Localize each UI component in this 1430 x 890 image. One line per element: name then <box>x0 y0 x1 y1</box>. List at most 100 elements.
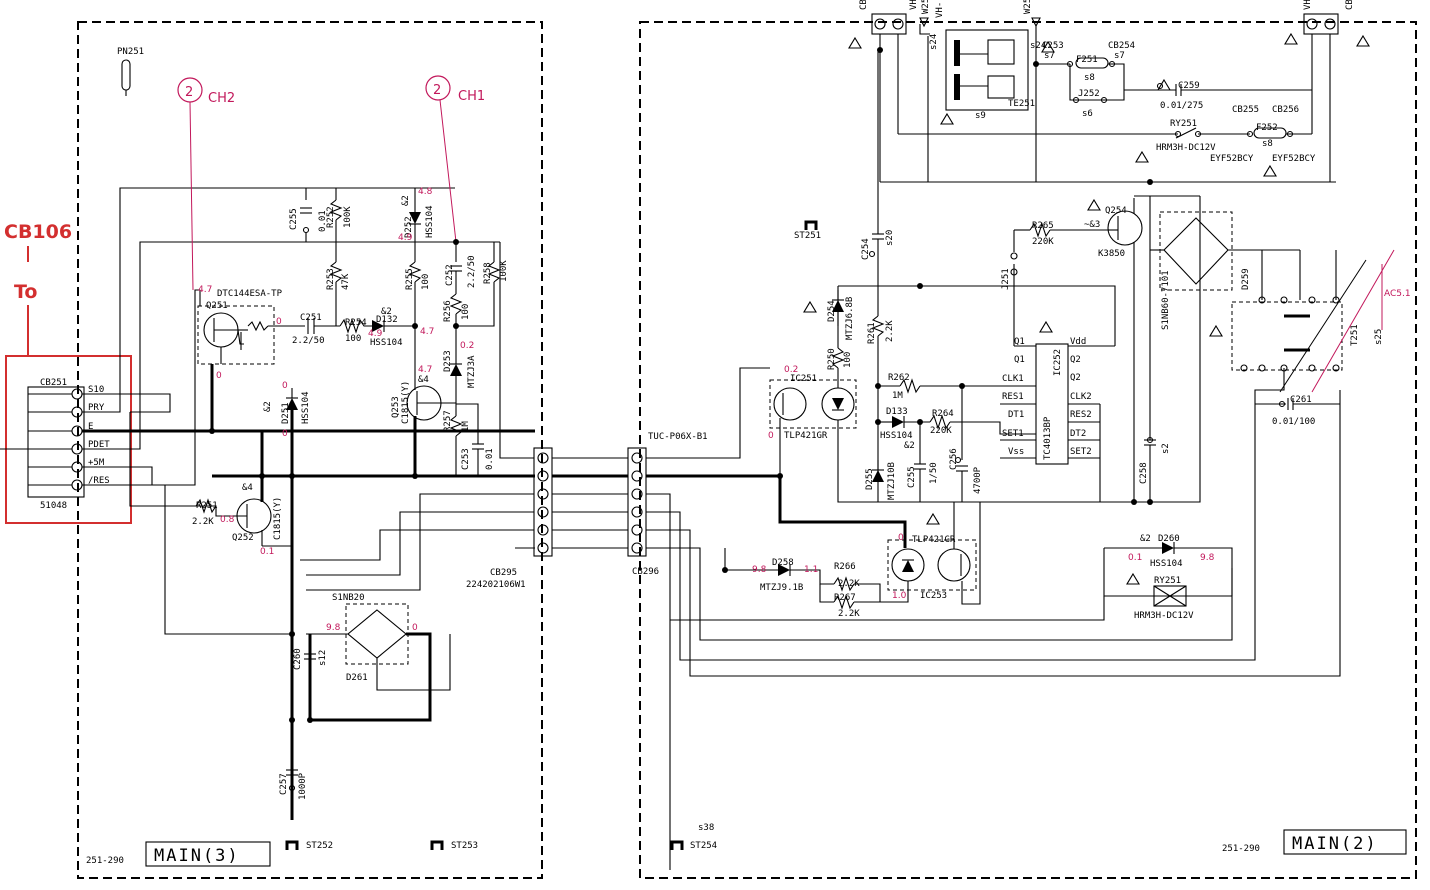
svg-text:R254: R254 <box>345 318 367 328</box>
svg-text:D258: D258 <box>772 558 794 568</box>
svg-text:MTZJ9.1B: MTZJ9.1B <box>760 583 803 593</box>
svg-text:251-290: 251-290 <box>86 856 124 866</box>
svg-text:CB251: CB251 <box>40 378 67 388</box>
svg-text:C254: C254 <box>861 238 871 260</box>
svg-text:SET1: SET1 <box>1002 429 1024 439</box>
svg-text:2.2K: 2.2K <box>838 609 860 619</box>
svg-text:ST254: ST254 <box>690 841 717 851</box>
svg-text:100: 100 <box>461 304 471 320</box>
svg-text:100: 100 <box>843 352 853 368</box>
svg-text:EYF52BCY: EYF52BCY <box>1210 154 1254 164</box>
svg-text:4.7: 4.7 <box>418 365 432 375</box>
svg-text:C251: C251 <box>300 313 322 323</box>
svg-text:C256: C256 <box>949 448 959 470</box>
svg-text:0: 0 <box>412 623 418 633</box>
svg-text:S1NB20: S1NB20 <box>332 593 365 603</box>
svg-text:C253: C253 <box>1042 41 1064 51</box>
svg-text:J252: J252 <box>1078 89 1100 99</box>
svg-text:R253: R253 <box>326 268 336 290</box>
svg-text:2.2/50: 2.2/50 <box>292 336 325 346</box>
svg-text:0: 0 <box>276 317 282 327</box>
svg-text:MTZJ6.8B: MTZJ6.8B <box>845 297 855 340</box>
svg-text:R257: R257 <box>443 410 453 432</box>
callout-title: CB106 <box>4 221 72 243</box>
svg-text:R265: R265 <box>1032 221 1054 231</box>
svg-text:0.2: 0.2 <box>460 341 474 351</box>
svg-text:&2: &2 <box>381 307 392 317</box>
svg-text:4.8: 4.8 <box>418 187 433 197</box>
svg-text:s38: s38 <box>698 823 714 833</box>
svg-text:9.8: 9.8 <box>1200 553 1215 563</box>
svg-text:R250: R250 <box>827 348 837 370</box>
svg-text:R264: R264 <box>932 409 954 419</box>
svg-text:C258: C258 <box>1139 462 1149 484</box>
svg-text:R252: R252 <box>326 206 336 228</box>
svg-text:R261: R261 <box>867 322 877 344</box>
svg-text:PRY: PRY <box>88 403 105 413</box>
svg-text:s25: s25 <box>1374 329 1384 345</box>
svg-text:+5M: +5M <box>88 458 105 468</box>
svg-text:RES2: RES2 <box>1070 410 1092 420</box>
svg-text:HSS104: HSS104 <box>1150 559 1183 569</box>
svg-text:RES1: RES1 <box>1002 392 1024 402</box>
svg-text:CB256: CB256 <box>1272 105 1299 115</box>
svg-text:51048: 51048 <box>40 501 67 511</box>
svg-text:2: 2 <box>185 85 193 100</box>
svg-text:K3850: K3850 <box>1098 249 1125 259</box>
svg-text:CB255: CB255 <box>1232 105 1259 115</box>
cb106-callout: CB106 To <box>4 221 132 524</box>
svg-text:4.7: 4.7 <box>420 327 434 337</box>
svg-text:0: 0 <box>282 381 288 391</box>
svg-text:&2: &2 <box>263 401 273 412</box>
voltage-annotations: 4.7 0 0 4.7 4.8 4.9 4.9 4.7 0.2 0 0 0.8 … <box>198 187 1215 633</box>
svg-text:VH-: VH- <box>1303 0 1313 10</box>
svg-text:Vss: Vss <box>1008 447 1024 457</box>
pn251-label: PN251 <box>117 47 144 57</box>
svg-text:0.1: 0.1 <box>260 547 274 557</box>
svg-text:s7: s7 <box>1114 51 1125 61</box>
connector-cb296: CB296 TUC-P06X-B1 <box>300 242 708 591</box>
svg-text:MTZJ10B: MTZJ10B <box>887 462 897 500</box>
svg-text:CH2: CH2 <box>208 91 235 106</box>
svg-text:s6: s6 <box>1082 109 1093 119</box>
svg-text:1.1: 1.1 <box>804 565 818 575</box>
svg-text:s9: s9 <box>975 111 986 121</box>
svg-text:Q1: Q1 <box>1014 355 1025 365</box>
svg-text:4.7: 4.7 <box>198 285 212 295</box>
frame-main2 <box>639 21 1417 879</box>
svg-text:CB295: CB295 <box>490 568 517 578</box>
svg-text:ST251: ST251 <box>794 231 821 241</box>
svg-text:C253: C253 <box>461 448 471 470</box>
svg-text:R258: R258 <box>483 262 493 284</box>
svg-text:Q2: Q2 <box>1070 373 1081 383</box>
svg-text:s24: s24 <box>1030 41 1046 51</box>
svg-text:1/50: 1/50 <box>929 462 939 484</box>
svg-text:0.01/275: 0.01/275 <box>1160 101 1203 111</box>
svg-text:TLP421GR: TLP421GR <box>784 431 828 441</box>
svg-text:W251: W251 <box>921 0 931 14</box>
svg-text:0: 0 <box>282 429 288 439</box>
svg-text:Q1: Q1 <box>1014 337 1025 347</box>
svg-text:W252: W252 <box>1023 0 1033 14</box>
svg-text:HRM3H-DC12V: HRM3H-DC12V <box>1156 143 1216 153</box>
svg-text:S10: S10 <box>88 385 104 395</box>
svg-text:0.01/100: 0.01/100 <box>1272 417 1315 427</box>
svg-text:E: E <box>88 422 93 432</box>
svg-text:100: 100 <box>345 334 361 344</box>
svg-text:D261: D261 <box>346 673 368 683</box>
svg-text:D252: D252 <box>404 216 414 238</box>
svg-text:HRM3H-DC12V: HRM3H-DC12V <box>1134 611 1194 621</box>
svg-text:MTZJ3A: MTZJ3A <box>467 355 477 388</box>
svg-text:C259: C259 <box>1178 81 1200 91</box>
svg-text:&2: &2 <box>401 195 411 206</box>
svg-text:2.2K: 2.2K <box>838 579 860 589</box>
svg-text:C255: C255 <box>289 208 299 230</box>
svg-text:0.01: 0.01 <box>485 448 495 470</box>
svg-text:0.2: 0.2 <box>784 365 798 375</box>
svg-text:s8: s8 <box>1084 73 1095 83</box>
svg-text:s8: s8 <box>1262 139 1273 149</box>
svg-text:100: 100 <box>421 274 431 290</box>
svg-text:J251: J251 <box>1001 268 1011 290</box>
svg-text:HSS104: HSS104 <box>425 205 435 238</box>
svg-text:ST252: ST252 <box>306 841 333 851</box>
